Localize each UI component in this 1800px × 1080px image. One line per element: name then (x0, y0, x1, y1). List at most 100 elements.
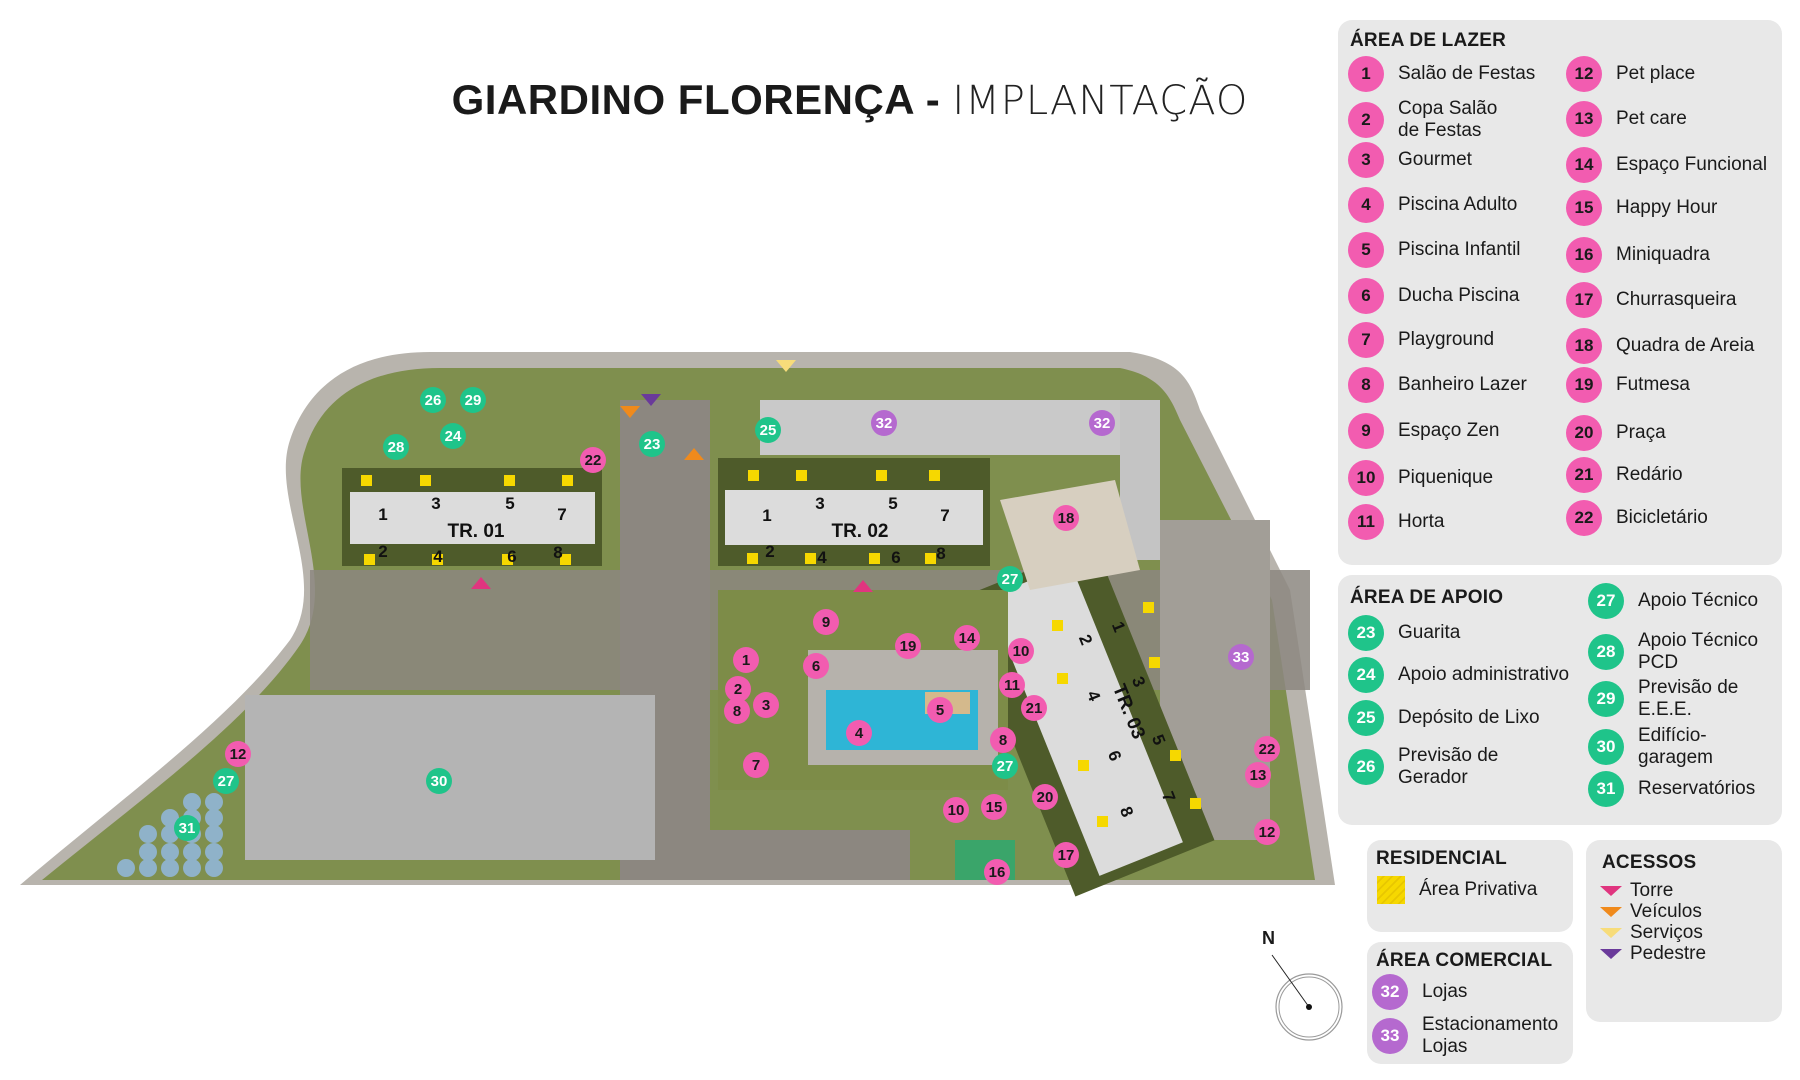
map-pin-15[interactable]: 15 (981, 794, 1007, 820)
map-pin-13[interactable]: 13 (1245, 762, 1271, 788)
map-pin-25[interactable]: 25 (755, 417, 781, 443)
map-pin-33[interactable]: 33 (1228, 644, 1254, 670)
map-pin-8[interactable]: 8 (724, 698, 750, 724)
unit-number: 6 (891, 548, 901, 567)
unit-number: 1 (762, 506, 772, 525)
map-pin-19[interactable]: 19 (895, 633, 921, 659)
map-pin-5[interactable]: 5 (927, 697, 953, 723)
legend-item-label: Piquenique (1398, 467, 1494, 488)
legend-access-veiculos: Veículos (1600, 901, 1706, 922)
legend-access-pedestre: Pedestre (1600, 943, 1706, 964)
map-pin-29[interactable]: 29 (460, 387, 486, 413)
legend-item-label: Apoio Técnico PCD (1638, 630, 1759, 673)
legend-item-apoio: 28 Apoio Técnico PCD (1588, 630, 1758, 674)
apoio-number-badge: 27 (1588, 583, 1624, 619)
apoio-number-badge: 31 (1588, 771, 1624, 807)
unit-number: 3 (431, 494, 441, 513)
torre-access-triangle-icon (1600, 885, 1622, 896)
map-pin-26[interactable]: 26 (420, 387, 446, 413)
legend-item-label: Futmesa (1616, 374, 1690, 395)
map-pin-6[interactable]: 6 (803, 653, 829, 679)
lazer-number-badge: 22 (1566, 500, 1602, 536)
legend-comercial-heading: ÁREA COMERCIAL (1376, 950, 1553, 971)
legend-item-label: Apoio Técnico (1638, 590, 1759, 611)
map-pin-14[interactable]: 14 (954, 625, 980, 651)
legend-item-apoio: 25 Depósito de Lixo (1348, 700, 1540, 736)
legend-item-label: Quadra de Areia (1616, 335, 1755, 356)
map-pin-9[interactable]: 9 (813, 609, 839, 635)
unit-number: 8 (553, 543, 563, 562)
legend-item-label: Espaço Zen (1398, 420, 1500, 441)
lazer-number-badge: 2 (1348, 102, 1384, 138)
lazer-number-badge: 19 (1566, 367, 1602, 403)
map-pin-22[interactable]: 22 (1254, 736, 1280, 762)
map-pin-11[interactable]: 11 (999, 672, 1025, 698)
legend-item-label: Pet care (1616, 108, 1687, 129)
lazer-number-badge: 11 (1348, 504, 1384, 540)
legend-item-label: Ducha Piscina (1398, 285, 1520, 306)
map-pin-30[interactable]: 30 (426, 768, 452, 794)
apoio-number-badge: 23 (1348, 615, 1384, 651)
access-veiculos-arrow-in (620, 406, 640, 418)
legend-item-label: Veículos (1630, 900, 1702, 922)
lazer-number-badge: 9 (1348, 413, 1384, 449)
title-project-name: GIARDINO FLORENÇA - (451, 76, 941, 123)
map-pin-12[interactable]: 12 (225, 741, 251, 767)
unit-number: 7 (557, 505, 567, 524)
map-pin-7[interactable]: 7 (743, 752, 769, 778)
comercial-number-badge: 33 (1372, 1018, 1408, 1054)
legend-item-label: Copa Salão de Festas (1398, 98, 1498, 141)
map-pin-17[interactable]: 17 (1053, 842, 1079, 868)
legend-item-label: Guarita (1398, 622, 1461, 643)
map-pin-22[interactable]: 22 (580, 447, 606, 473)
apoio-number-badge: 28 (1588, 634, 1624, 670)
lazer-number-badge: 8 (1348, 367, 1384, 403)
map-pin-8[interactable]: 8 (990, 727, 1016, 753)
map-pin-10[interactable]: 10 (1008, 638, 1034, 664)
unit-number: 8 (936, 544, 946, 563)
lazer-number-badge: 6 (1348, 278, 1384, 314)
map-pin-12[interactable]: 12 (1254, 819, 1280, 845)
lazer-number-badge: 1 (1348, 56, 1384, 92)
map-pin-18[interactable]: 18 (1053, 505, 1079, 531)
map-pin-31[interactable]: 31 (174, 815, 200, 841)
legend-item-lazer: 19 Futmesa (1566, 367, 1690, 403)
map-pin-32[interactable]: 32 (1089, 410, 1115, 436)
site-plan-illustration (20, 352, 1335, 897)
lazer-number-badge: 17 (1566, 282, 1602, 318)
map-pin-23[interactable]: 23 (639, 431, 665, 457)
map-pin-1[interactable]: 1 (733, 647, 759, 673)
map-pin-24[interactable]: 24 (440, 423, 466, 449)
map-pin-4[interactable]: 4 (846, 720, 872, 746)
legend-item-label: Praça (1616, 422, 1666, 443)
legend-item-label: Depósito de Lixo (1398, 707, 1540, 728)
map-pin-28[interactable]: 28 (383, 434, 409, 460)
legend-item-lazer: 9 Espaço Zen (1348, 413, 1499, 449)
map-pin-27[interactable]: 27 (997, 566, 1023, 592)
legend-item-label: Área Privativa (1419, 879, 1538, 900)
page-title: GIARDINO FLORENÇA - IMPLANTAÇÃO (0, 76, 1700, 124)
unit-number: 2 (378, 542, 388, 561)
legend-item-label: Pedestre (1630, 942, 1707, 964)
map-pin-3[interactable]: 3 (753, 692, 779, 718)
map-pin-21[interactable]: 21 (1021, 695, 1047, 721)
map-pin-10[interactable]: 10 (943, 797, 969, 823)
tower-01-label: TR. 01 (447, 521, 505, 542)
legend-item-label: Bicicletário (1616, 507, 1708, 528)
map-pin-32[interactable]: 32 (871, 410, 897, 436)
apoio-number-badge: 25 (1348, 700, 1384, 736)
map-pin-16[interactable]: 16 (984, 859, 1010, 885)
map-pin-27[interactable]: 27 (213, 768, 239, 794)
map-pin-27[interactable]: 27 (992, 753, 1018, 779)
lazer-number-badge: 20 (1566, 415, 1602, 451)
legend-item-lazer: 22 Bicicletário (1566, 500, 1708, 536)
legend-item-label: Lojas (1422, 981, 1468, 1002)
map-pin-2[interactable]: 2 (725, 676, 751, 702)
map-pin-20[interactable]: 20 (1032, 784, 1058, 810)
